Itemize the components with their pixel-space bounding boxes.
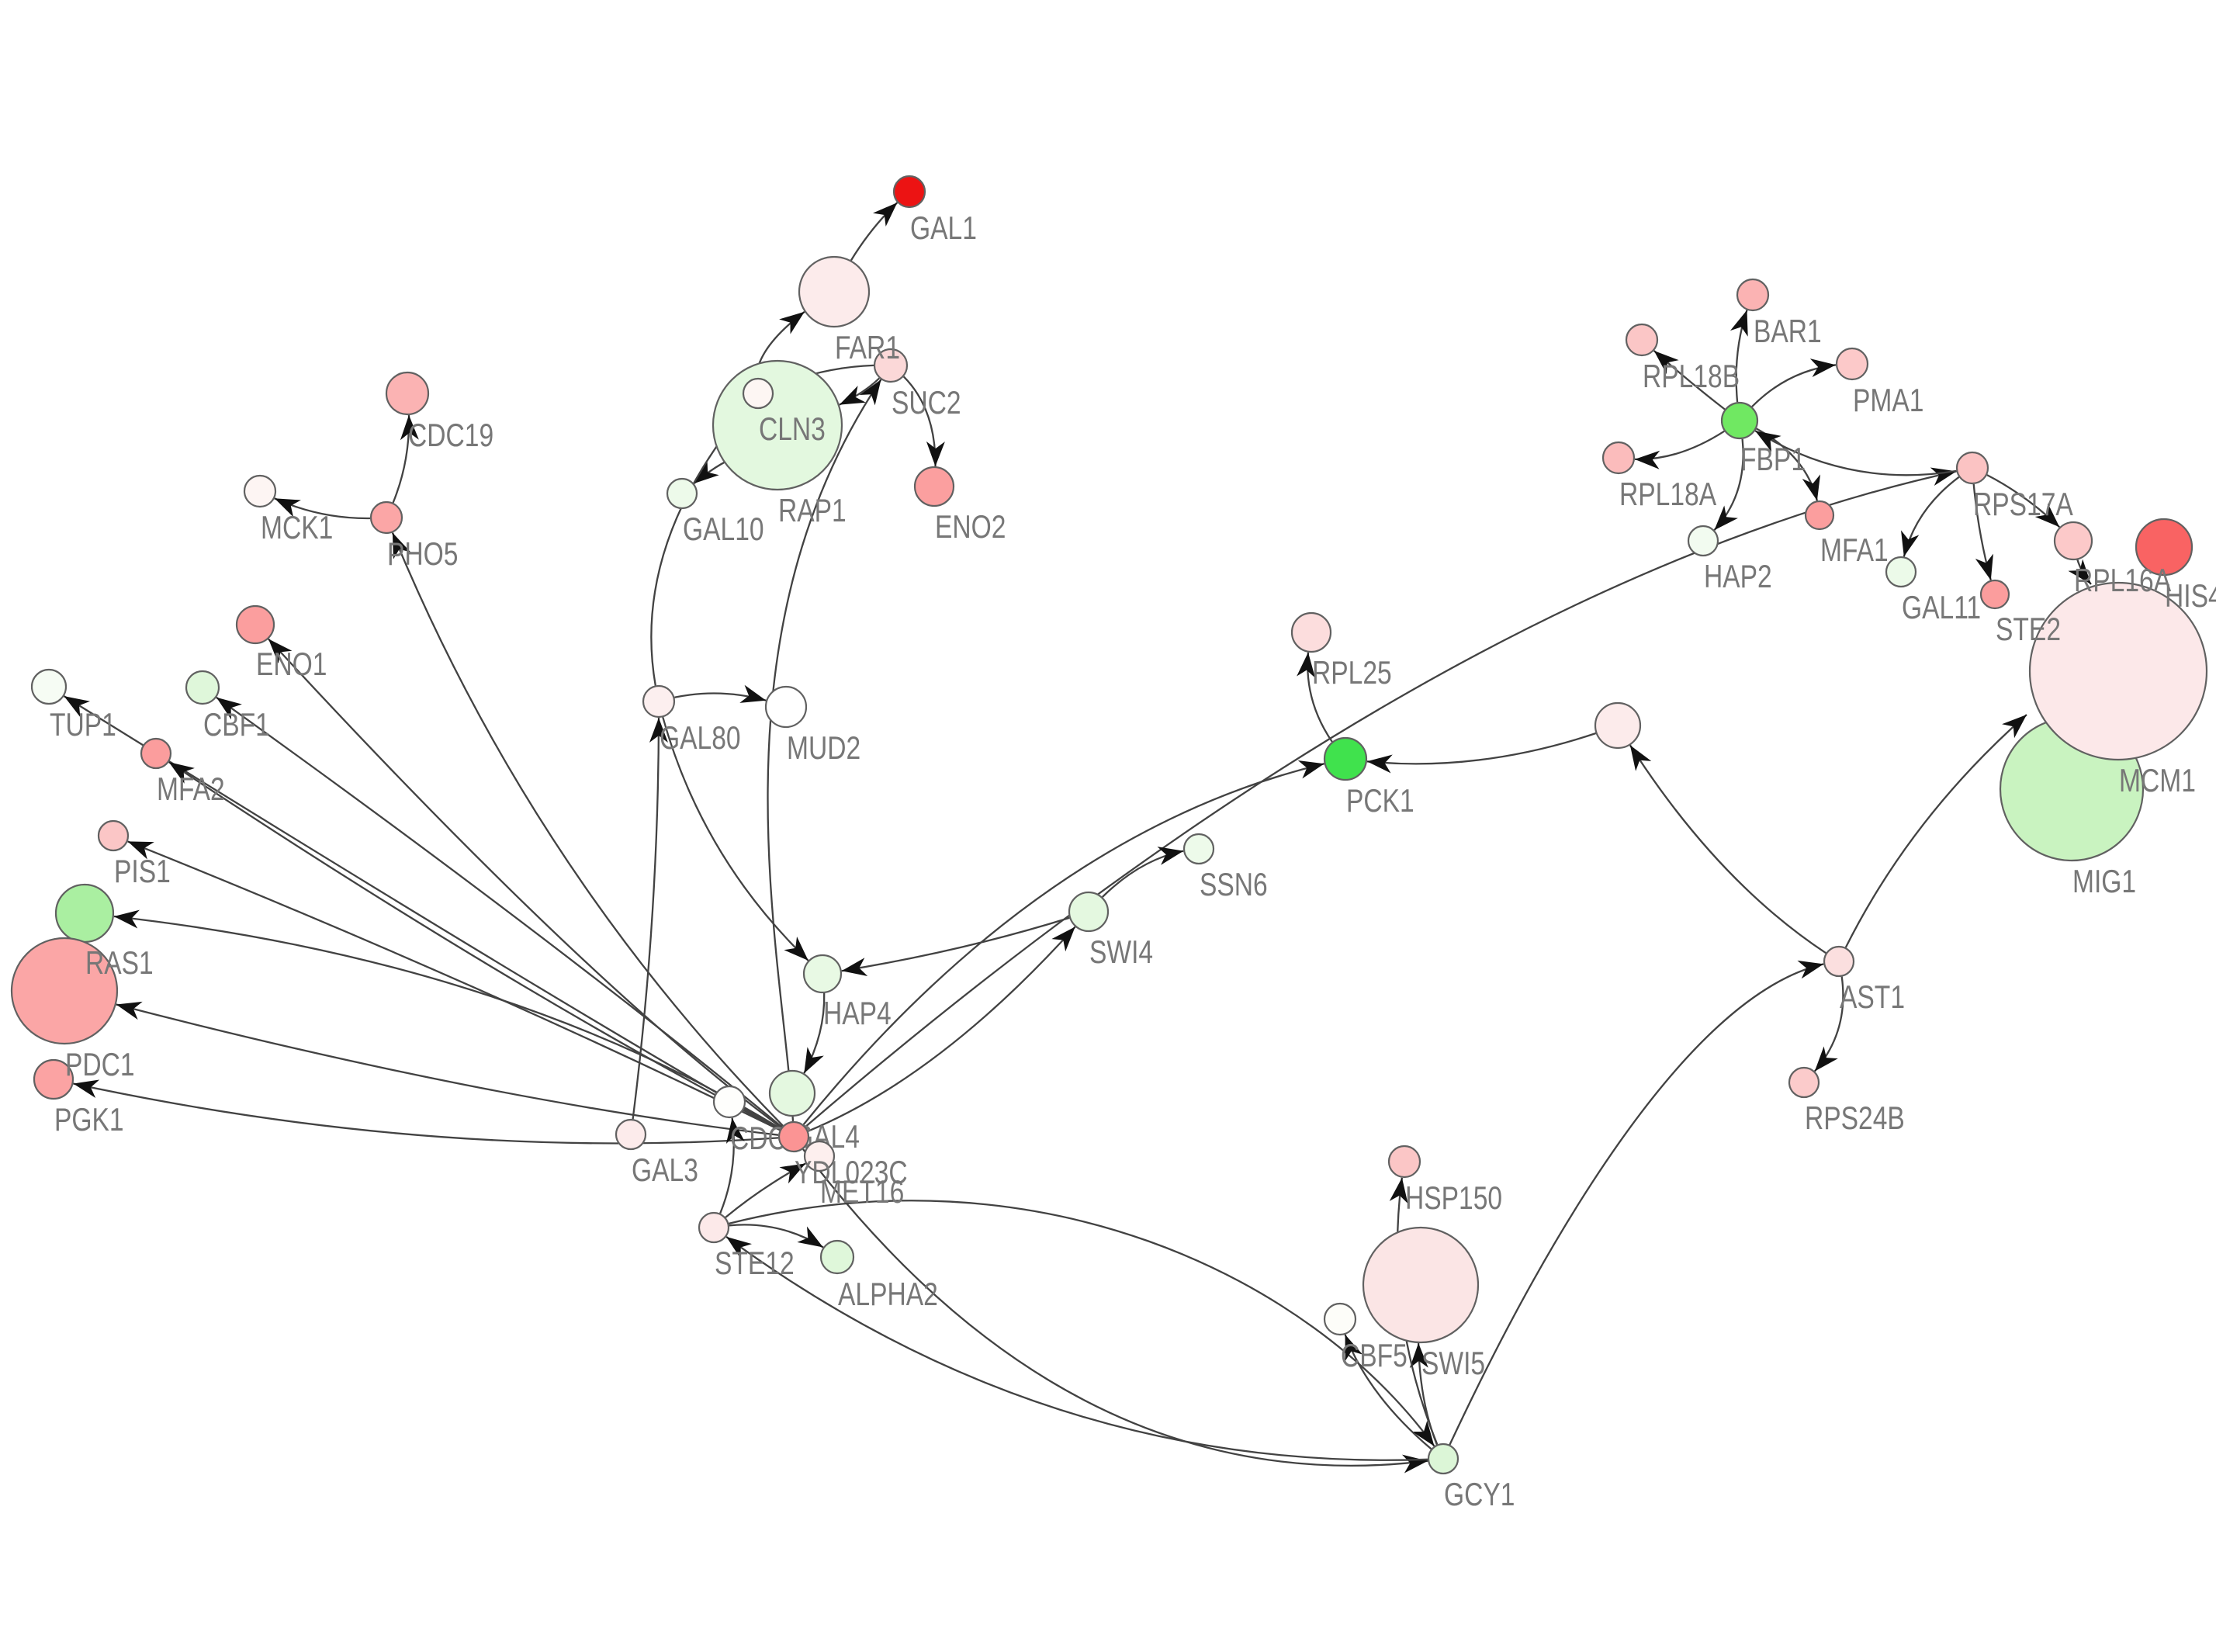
svg-text:MUD2: MUD2: [787, 731, 860, 767]
svg-text:RPL18B: RPL18B: [1643, 359, 1740, 395]
svg-text:PIS1: PIS1: [114, 854, 171, 890]
svg-text:MIG1: MIG1: [2072, 864, 2136, 900]
svg-text:HAP4: HAP4: [823, 996, 892, 1032]
svg-text:RPS24B: RPS24B: [1805, 1101, 1905, 1137]
svg-text:RPL16A: RPL16A: [2074, 563, 2172, 599]
svg-text:MFA2: MFA2: [157, 772, 225, 808]
svg-text:MCK1: MCK1: [261, 511, 333, 546]
svg-text:CDC19: CDC19: [408, 418, 493, 454]
svg-text:BAR1: BAR1: [1754, 314, 1822, 350]
svg-text:PDC1: PDC1: [65, 1048, 135, 1083]
svg-text:SWI5: SWI5: [1421, 1346, 1485, 1382]
svg-text:RPL25: RPL25: [1312, 656, 1392, 691]
svg-text:GCY1: GCY1: [1444, 1477, 1515, 1513]
svg-text:PHO5: PHO5: [387, 537, 458, 573]
svg-text:TUP1: TUP1: [50, 708, 116, 743]
svg-text:GAL11: GAL11: [1902, 590, 1981, 626]
svg-text:PGK1: PGK1: [54, 1103, 124, 1138]
svg-text:CLN3: CLN3: [759, 412, 826, 448]
svg-text:YDL023C: YDL023C: [795, 1155, 908, 1191]
svg-text:PMA1: PMA1: [1853, 383, 1923, 419]
svg-text:GAL1: GAL1: [910, 211, 977, 247]
svg-text:RAP1: RAP1: [778, 494, 847, 529]
svg-text:CBF5: CBF5: [1341, 1339, 1408, 1374]
svg-text:HIS4: HIS4: [2165, 579, 2216, 615]
svg-text:STE12: STE12: [715, 1246, 795, 1282]
svg-text:SUC2: SUC2: [892, 386, 961, 421]
svg-text:GAL3: GAL3: [632, 1153, 698, 1189]
svg-text:CBF1: CBF1: [203, 708, 270, 743]
svg-text:HAP2: HAP2: [1704, 559, 1772, 595]
svg-text:GAL10: GAL10: [683, 512, 764, 548]
svg-text:RAS1: RAS1: [85, 946, 154, 982]
svg-text:ENO1: ENO1: [256, 647, 327, 683]
svg-text:AST1: AST1: [1840, 980, 1905, 1016]
svg-text:SWI4: SWI4: [1089, 935, 1153, 971]
svg-text:MCM1: MCM1: [2119, 764, 2196, 799]
svg-text:GAL80: GAL80: [660, 721, 741, 757]
svg-text:RPS17A: RPS17A: [1973, 487, 2073, 523]
svg-text:PCK1: PCK1: [1346, 784, 1414, 819]
svg-text:FAR1: FAR1: [835, 331, 900, 366]
svg-text:FBP1: FBP1: [1740, 442, 1806, 478]
svg-text:MET16: MET16: [820, 1175, 904, 1210]
svg-text:RPL18A: RPL18A: [1619, 477, 1717, 513]
svg-text:MFA1: MFA1: [1820, 533, 1889, 569]
svg-text:HSP150: HSP150: [1405, 1181, 1502, 1217]
svg-text:SSN6: SSN6: [1200, 868, 1268, 903]
svg-text:ENO2: ENO2: [935, 510, 1006, 545]
svg-text:ALPHA2: ALPHA2: [838, 1277, 938, 1313]
svg-text:STE2: STE2: [1996, 612, 2061, 648]
